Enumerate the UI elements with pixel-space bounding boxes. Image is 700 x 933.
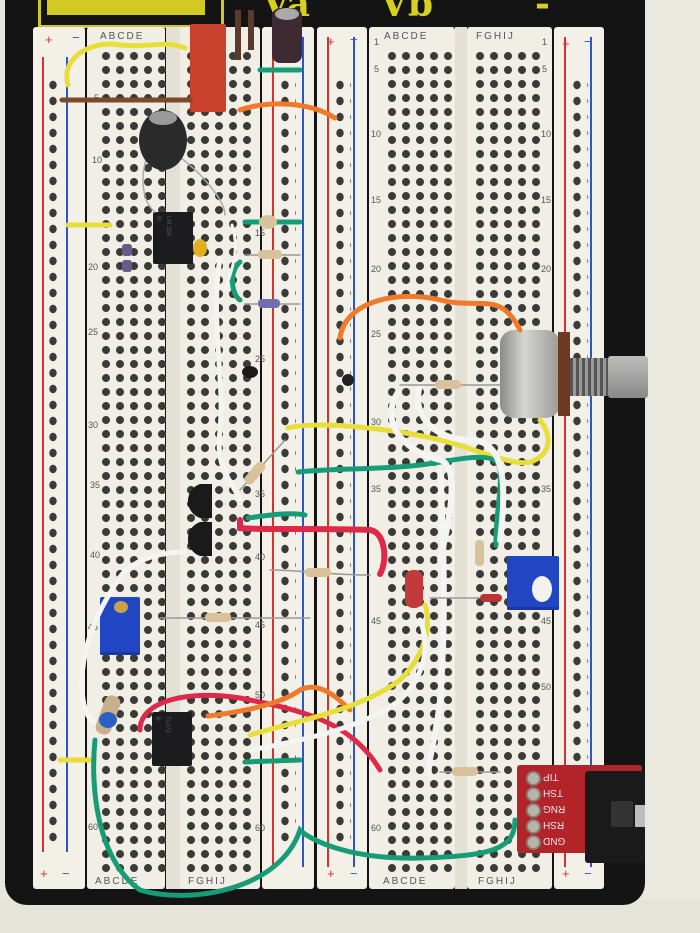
row-number: 10 [92,155,103,165]
op-amp-ic-bottom: TL072 [152,712,192,766]
trimpot-right [507,556,559,610]
table-surface [640,0,700,933]
row-number: 5 [542,64,548,74]
rail-plus-label: + [562,866,570,881]
row-number: 25 [88,327,99,337]
row-number: 35 [541,484,552,494]
row-number: 35 [371,484,382,494]
rail-plus-label: + [45,32,53,47]
column-labels: ABCDE [383,876,428,887]
film-capacitor [405,570,423,608]
silkscreen-minus: - [535,0,550,25]
row-number: 35 [90,480,101,490]
column-labels: FGHIJ [478,876,517,887]
right-power-rail [554,27,604,889]
row-number: 50 [541,682,552,692]
row-number: 40 [90,550,101,560]
row-number: 45 [371,616,382,626]
row-number: 45 [541,616,552,626]
row-number: 40 [255,552,266,562]
column-labels: ABCDE [384,31,429,42]
row-number: 30 [371,417,382,427]
silkscreen-vb: Vb [380,0,434,25]
row-number: 1 [542,37,548,47]
column-labels: ABCDE [95,876,140,887]
transistor-q2 [187,522,212,556]
rail-minus-label: − [350,32,358,47]
rail-minus-label: − [72,30,80,45]
row-number: 10 [541,129,552,139]
trimpot-screw-icon [114,601,128,613]
table-surface-bottom [0,900,700,933]
rail-minus-label: − [584,34,592,49]
row-number: 25 [255,354,266,364]
transistor-q1 [187,484,212,518]
trimpot-left [100,597,140,655]
row-number: 50 [255,690,266,700]
red-header-strip [190,24,226,112]
row-number: 5 [374,64,380,74]
rotary-potentiometer [500,328,650,420]
row-number: 20 [88,262,99,272]
row-number: 10 [371,129,382,139]
center-right-power-rail [317,27,367,889]
rail-minus-label: − [350,866,358,881]
row-number: 20 [371,264,382,274]
left-power-rail [33,27,85,889]
row-number: 25 [371,329,382,339]
row-number: 60 [371,823,382,833]
column-labels: ABCDE [100,31,145,42]
trimpot-knob-icon [532,576,552,602]
op-amp-ic-top: LM 358 [153,212,193,264]
row-number: 30 [88,420,99,430]
row-number: 15 [255,228,266,238]
audio-jack-socket [585,771,645,863]
rail-minus-label: − [584,866,592,881]
rail-plus-label: + [562,36,570,51]
rail-plus-label: + [40,866,48,881]
column-labels: FGHIJ [188,876,227,887]
row-number: 20 [541,264,552,274]
row-number: 1 [374,37,380,47]
row-number: 35 [255,489,266,499]
rail-plus-label: + [327,34,335,49]
row-number: 15 [541,195,552,205]
column-labels: FGHIJ [476,31,515,42]
row-number: 15 [371,195,382,205]
silkscreen-box [38,0,224,28]
row-number: 45 [255,620,266,630]
rail-minus-label: − [62,866,70,881]
rail-plus-label: + [327,866,335,881]
row-number: 60 [88,822,99,832]
row-number: 60 [255,823,266,833]
